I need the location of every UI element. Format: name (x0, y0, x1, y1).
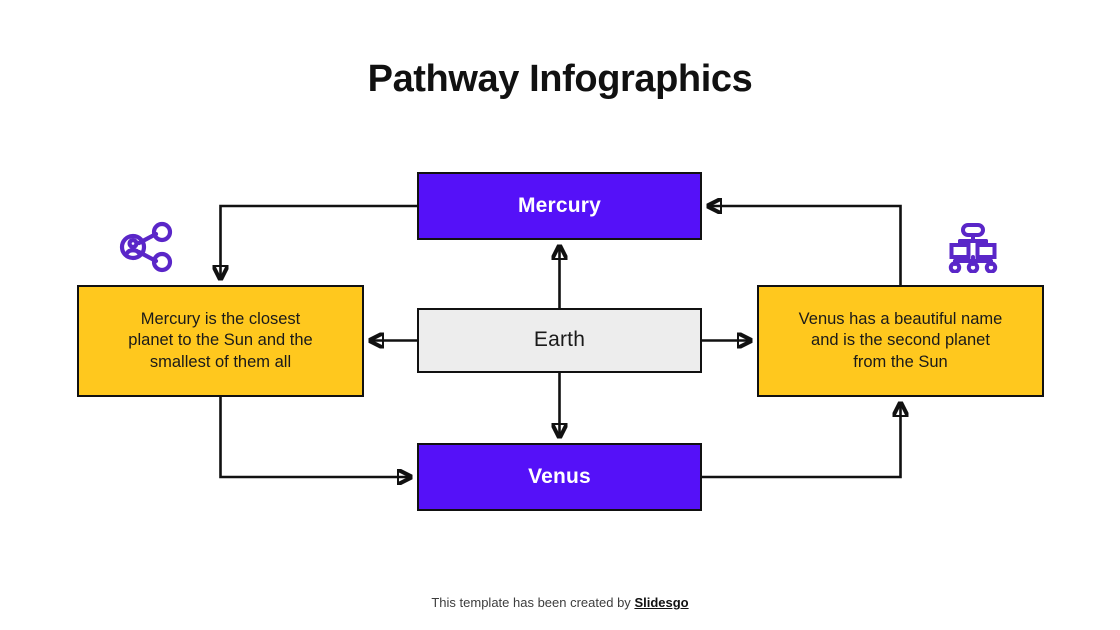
connector-venus-description-to-mercury (708, 206, 902, 285)
hierarchy-icon (946, 221, 1000, 278)
node-mercury[interactable]: Mercury (417, 172, 702, 240)
node-earth-label: Earth (533, 328, 586, 352)
node-venus-description[interactable]: Venus has a beautiful name and is the se… (757, 285, 1044, 397)
page-title: Pathway Infographics (367, 58, 753, 100)
node-venus-description-text: Venus has a beautiful name and is the se… (799, 309, 1003, 372)
node-venus-description-line-1: Venus has a beautiful name (798, 310, 1003, 329)
connector-mercury-description-to-venus (219, 397, 412, 477)
node-mercury-label: Mercury (517, 193, 602, 217)
footer-text: This template has been created by (431, 595, 631, 610)
node-earth[interactable]: Earth (417, 308, 702, 373)
node-mercury-description-line-3: smallest of them all (149, 352, 292, 371)
node-mercury-description-line-1: Mercury is the closest (140, 310, 301, 329)
node-venus-description-line-2: and is the second planet (811, 331, 990, 350)
share-network-icon (118, 221, 176, 278)
node-mercury-description-text: Mercury is the closest planet to the Sun… (128, 309, 312, 372)
connector-mercury-to-mercury-description (221, 204, 417, 279)
node-venus[interactable]: Venus (417, 443, 702, 511)
node-mercury-description[interactable]: Mercury is the closest planet to the Sun… (77, 285, 364, 397)
node-venus-description-line-3: from the Sun (853, 352, 948, 371)
node-mercury-description-line-2: planet to the Sun and the (128, 331, 313, 350)
footer-brand-link[interactable]: Slidesgo (634, 595, 689, 610)
footer: This template has been created by Slides… (0, 595, 1120, 610)
node-venus-label: Venus (528, 464, 591, 488)
connector-venus-to-venus-description (702, 403, 901, 479)
